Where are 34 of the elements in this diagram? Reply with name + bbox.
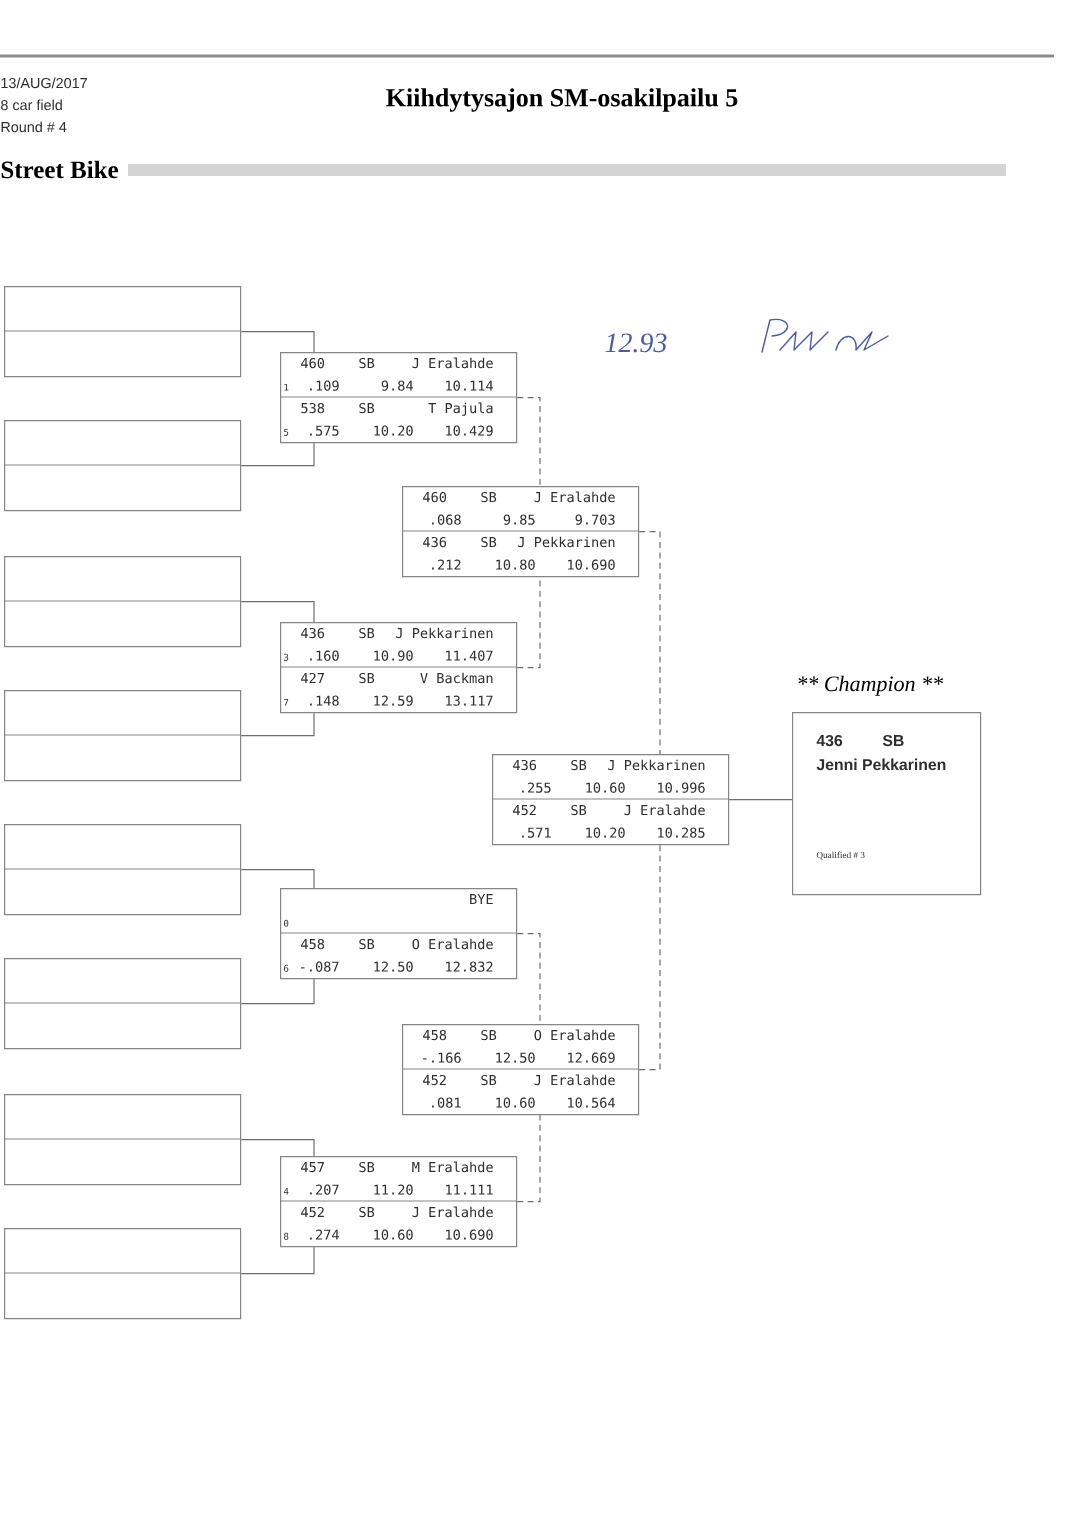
matchup-box — [279, 352, 518, 444]
bracket-line — [240, 978, 315, 1005]
blank-entry-box — [3, 690, 242, 782]
matchup-box — [279, 888, 518, 980]
handwritten-note: 12.93 — [605, 333, 667, 353]
bracket-line — [240, 869, 315, 889]
bracket-line — [516, 397, 541, 487]
blank-entry-box — [3, 958, 242, 1050]
bracket-line — [240, 442, 315, 467]
connector-line — [728, 799, 793, 801]
matchup-box — [401, 1024, 640, 1116]
blank-entry-box — [3, 556, 242, 648]
bracket-line — [638, 844, 661, 1071]
blank-entry-box — [3, 1094, 242, 1186]
bracket-line — [240, 1246, 315, 1275]
blank-entry-box — [3, 1228, 242, 1320]
bracket-line — [638, 531, 661, 755]
blank-entry-box — [3, 824, 242, 916]
bracket-line — [516, 576, 541, 669]
bracket-line — [516, 933, 541, 1025]
matchup-box — [279, 1156, 518, 1248]
bracket-line — [240, 331, 315, 353]
title: Kiihdytysajon SM-osakilpailu 5 — [386, 88, 738, 112]
champion-heading: ** Champion ** — [798, 675, 944, 696]
matchup-box — [491, 754, 730, 846]
blank-entry-box — [3, 420, 242, 512]
bracket-line — [516, 1114, 541, 1203]
bracket-line — [240, 601, 315, 623]
matchup-box — [279, 622, 518, 714]
bracket-line — [240, 1139, 315, 1157]
blank-entry-box — [3, 286, 242, 378]
bracket-line — [240, 712, 315, 737]
section-heading: Street Bike — [1, 160, 118, 179]
matchup-box — [401, 486, 640, 578]
